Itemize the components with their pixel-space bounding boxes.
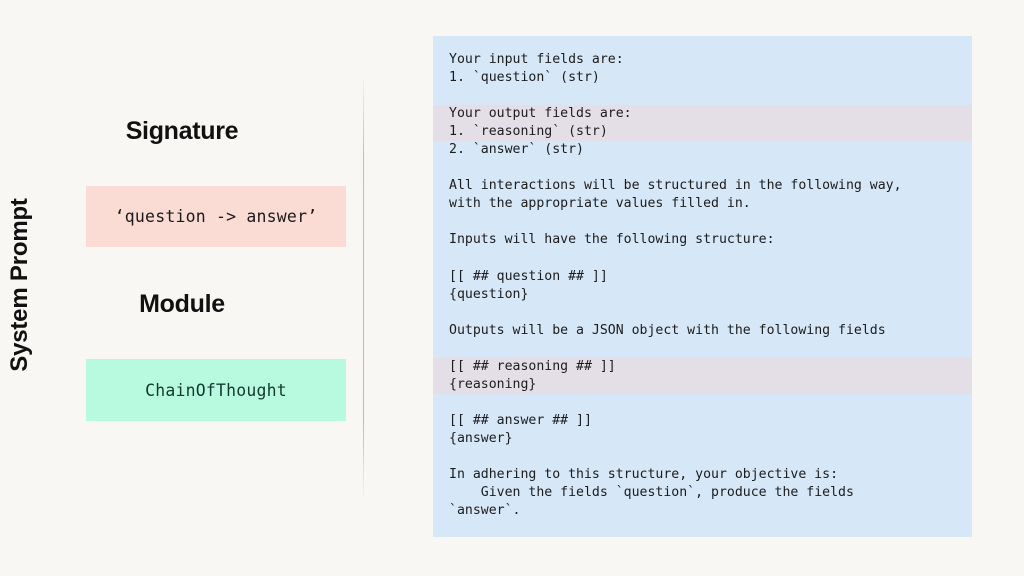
prompt-line <box>433 340 972 358</box>
prompt-line <box>433 250 972 268</box>
prompt-line: 1. `question` (str) <box>449 70 600 86</box>
prompt-line <box>433 159 972 177</box>
prompt-line: {answer} <box>449 430 513 446</box>
module-value-box: ChainOfThought <box>86 359 346 421</box>
module-value-text: ChainOfThought <box>145 380 287 400</box>
prompt-line: In adhering to this structure, your obje… <box>449 467 839 483</box>
signature-heading: Signature <box>125 117 239 145</box>
prompt-line: 1. `reasoning` (str) <box>433 123 972 142</box>
prompt-line: {question} <box>449 286 529 302</box>
prompt-line <box>433 394 972 412</box>
vertical-divider <box>363 78 364 496</box>
prompt-line: All interactions will be structured in t… <box>449 178 902 194</box>
module-heading: Module <box>139 290 225 318</box>
signature-value-text: ‘question -> answer’ <box>114 207 318 226</box>
prompt-line <box>433 448 972 466</box>
prompt-line: Inputs will have the following structure… <box>449 232 775 248</box>
prompt-line: 2. `answer` (str) <box>449 142 584 158</box>
prompt-line: Outputs will be a JSON object with the f… <box>449 322 886 338</box>
system-prompt-text: Your input fields are: 1. `question` (str… <box>433 36 972 520</box>
prompt-line: with the appropriate values filled in. <box>449 196 751 212</box>
prompt-line: Your input fields are: <box>449 52 624 67</box>
prompt-line <box>433 87 972 105</box>
left-panel: Signature ‘question -> answer’ Module Ch… <box>0 0 364 576</box>
prompt-line: [[ ## reasoning ## ]] <box>433 357 972 376</box>
prompt-line <box>433 213 972 231</box>
prompt-line: [[ ## answer ## ]] <box>449 412 592 428</box>
prompt-line: `answer`. <box>449 503 521 519</box>
signature-value-box: ‘question -> answer’ <box>86 186 346 247</box>
prompt-line: {reasoning} <box>433 375 972 394</box>
prompt-line <box>433 304 972 322</box>
system-prompt-panel: Your input fields are: 1. `question` (str… <box>433 36 972 537</box>
prompt-line: [[ ## question ## ]] <box>449 268 608 284</box>
prompt-line: Your output fields are: <box>433 105 972 124</box>
prompt-line: Given the fields `question`, produce the… <box>449 485 854 501</box>
